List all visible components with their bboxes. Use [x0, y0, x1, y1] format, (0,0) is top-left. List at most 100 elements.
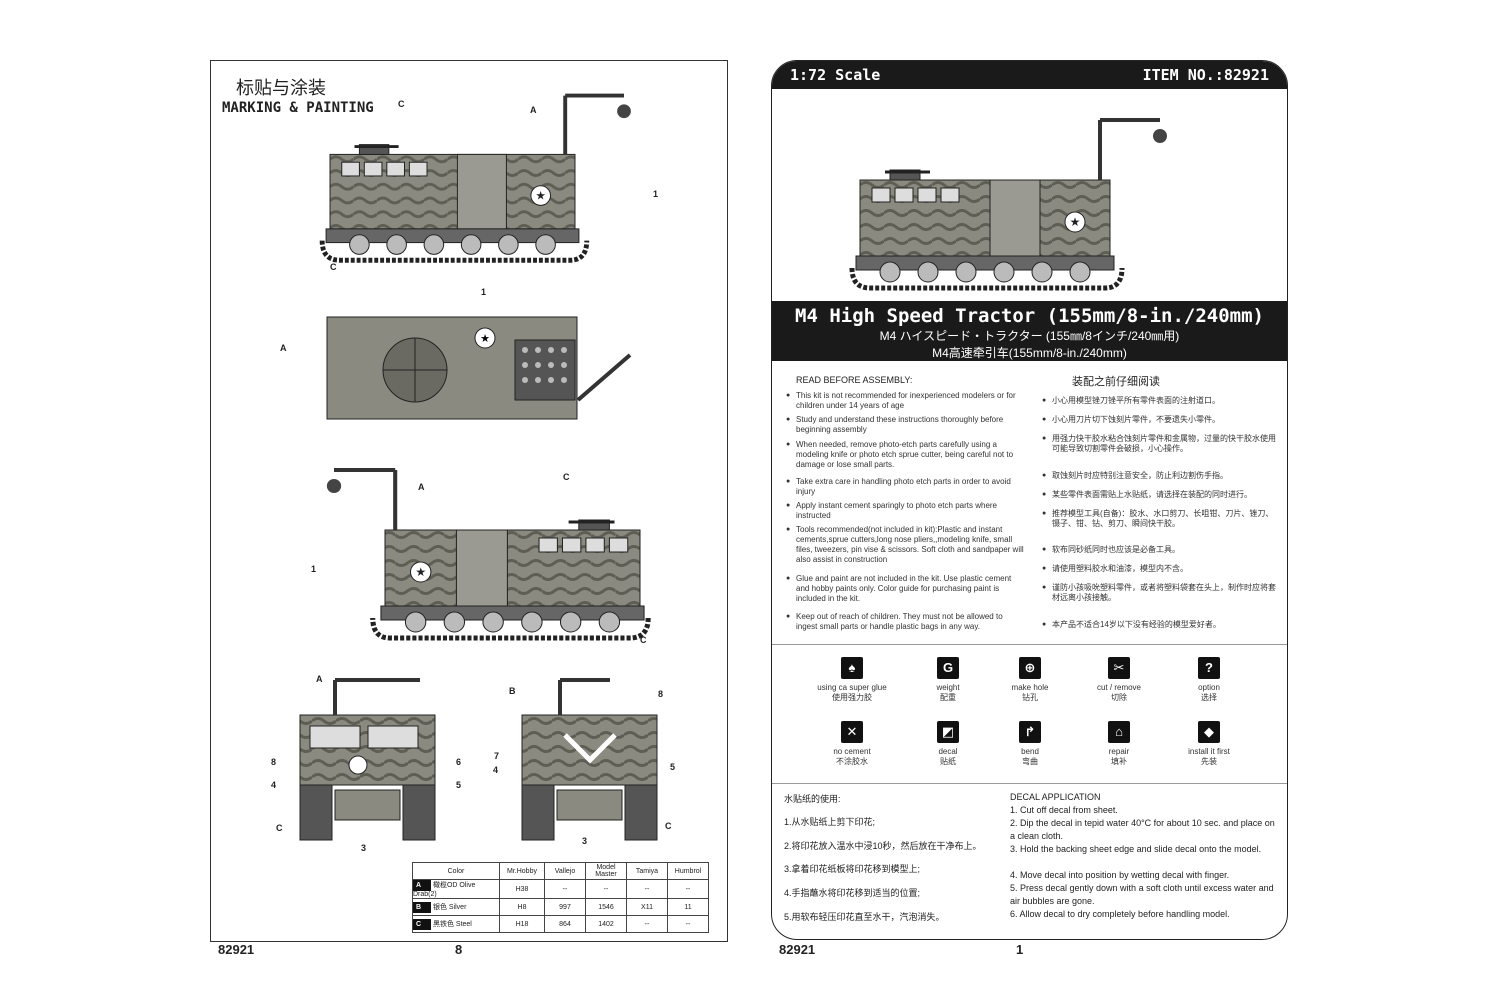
table-row: B 银色 Silver H8 997 1546 X11 11 [412, 898, 709, 916]
col-color: Color [412, 862, 500, 880]
decal-icon: ◩ [937, 721, 959, 743]
callout-c3: C [563, 472, 570, 482]
bullet-cn-3: 用强力快干胶水粘合蚀刻片零件和金属物，过量的快干胶水使用可能导致切割零件会破损，… [1042, 434, 1277, 454]
callout-3b: 4 [493, 765, 499, 775]
bullet-cn-4: 取蚀刻片时应特别注意安全，防止利边割伤手指。 [1042, 471, 1277, 481]
bullet-cn-1: 小心用模型锉刀锉平所有零件表面的注射道口。 [1042, 396, 1277, 406]
bullet-en-6: Tools recommended(not included in kit):P… [786, 525, 1026, 565]
decal-en-5: 5. Press decal gently down with a soft c… [1010, 883, 1274, 906]
bullet-en-4: Take extra care in handling photo etch p… [786, 477, 1026, 497]
callout-5: 6 [456, 757, 462, 767]
col-mrhobby: Mr.Hobby [499, 862, 545, 880]
scale-label: 1:72 Scale [790, 66, 881, 84]
product-title-bar: M4 High Speed Tractor (155mm/8-in./240mm… [772, 301, 1287, 361]
decal-cn-1: 1.从水贴纸上剪下印花; [784, 817, 876, 827]
callout-a3: A [418, 482, 425, 492]
bend-icon: ↱ [1019, 721, 1041, 743]
divider [772, 783, 1287, 784]
col-mm: Model Master [585, 862, 627, 880]
right-item-number: 82921 [779, 942, 816, 957]
decal-en-1: 1. Cut off decal from sheet. [1010, 805, 1118, 815]
item-number-label: ITEM NO.:82921 [1142, 66, 1269, 84]
decal-en-2: 2. Dip the decal in tepid water 40°C for… [1010, 818, 1275, 841]
product-title-en: M4 High Speed Tractor (155mm/8-in./240mm… [795, 305, 1264, 327]
decal-en-3: 3. Hold the backing sheet edge and slide… [1010, 844, 1262, 854]
callout-4: 5 [670, 762, 676, 772]
repair-icon: ⌂ [1108, 721, 1130, 743]
bullet-cn-9: 谨防小孩吸吮塑料零件，或者将塑料袋套在头上，制作时应将套材远离小孩接触。 [1042, 583, 1277, 603]
bullet-en-2: Study and understand these instructions … [786, 415, 1026, 435]
left-title-en: MARKING & PAINTING [222, 100, 374, 116]
decal-cn-2: 2.将印花放入温水中浸10秒，然后放在干净布上。 [784, 841, 982, 851]
decal-en-6: 6. Allow decal to dry completely before … [1010, 909, 1230, 919]
bullet-en-8: Keep out of reach of children. They must… [786, 612, 1026, 632]
callout-1c: 1 [311, 564, 317, 574]
right-page-frame: 1:72 Scale ITEM NO.:82921 M4 High Speed … [771, 60, 1288, 940]
right-page-number: 1 [1016, 942, 1024, 957]
callout-2: 3 [361, 843, 367, 853]
table-row: C 黑铁色 Steel H18 864 1402 -- -- [412, 915, 709, 933]
bullet-cn-8: 请使用塑料胶水和油漆，模型内不含。 [1042, 564, 1277, 574]
decal-cn-3: 3.拿着印花纸板将印花移到模型上; [784, 864, 921, 874]
col-tamiya: Tamiya [626, 862, 668, 880]
callout-6: 7 [494, 751, 500, 761]
callout-1b: 1 [481, 287, 487, 297]
color-table: Color Mr.Hobby Vallejo Model Master Tami… [412, 862, 709, 933]
bullet-cn-7: 软布同砂纸同时也应该是必备工具。 [1042, 545, 1277, 555]
left-page-frame [210, 60, 728, 942]
weight-icon: G [937, 657, 959, 679]
decal-cn-4: 4.手指蘸水将印花移到适当的位置; [784, 888, 921, 898]
callout-c: C [398, 99, 405, 109]
callout-c5: C [276, 823, 283, 833]
decal-cn-title: 水贴纸的使用: [784, 794, 841, 804]
callout-c6: C [665, 821, 672, 831]
bullet-en-3: When needed, remove photo-etch parts car… [786, 440, 1026, 470]
bullet-cn-10: 本产品不适合14岁以下没有经验的模型爱好者。 [1042, 620, 1277, 630]
read-before-en: READ BEFORE ASSEMBLY: [796, 375, 913, 385]
callout-4b: 5 [456, 780, 462, 790]
callout-3: 4 [271, 780, 277, 790]
bullet-en-7: Glue and paint are not included in the k… [786, 574, 1026, 604]
divider [772, 644, 1287, 645]
decal-en-4: 4. Move decal into position by wetting d… [1010, 870, 1230, 880]
callout-8: 8 [271, 757, 277, 767]
install-first-icon: ◆ [1198, 721, 1220, 743]
scale-header-bar: 1:72 Scale ITEM NO.:82921 [772, 61, 1287, 89]
option-icon: ? [1198, 657, 1220, 679]
bullet-en-5: Apply instant cement sparingly to photo … [786, 501, 1026, 521]
bullet-cn-6: 推荐模型工具(自备)：胶水、水口剪刀、长咀钳、刀片、锉刀、镊子、钳、钻、剪刀、瞬… [1042, 509, 1277, 529]
col-vallejo: Vallejo [544, 862, 586, 880]
callout-c4: C [640, 635, 647, 645]
left-title-cn: 标贴与涂装 [236, 78, 326, 99]
product-title-cn: M4高速牵引车(155mm/8-in./240mm) [932, 346, 1127, 360]
bullet-cn-2: 小心用刀片切下蚀刻片零件，不要遗失小零件。 [1042, 415, 1277, 425]
bullet-cn-5: 某些零件表面需贴上水贴纸，请选择在装配的同时进行。 [1042, 490, 1277, 500]
read-before-cn: 装配之前仔细阅读 [1072, 376, 1160, 388]
glue-icon: ♠ [841, 657, 863, 679]
callout-a: A [530, 105, 537, 115]
callout-2b: 3 [582, 836, 588, 846]
callout-1: 1 [653, 189, 659, 199]
left-page-number: 8 [455, 942, 463, 957]
decal-en-title: DECAL APPLICATION [1010, 792, 1101, 802]
left-item-number: 82921 [218, 942, 255, 957]
product-title-jp: M4 ハイスピード・トラクター (155㎜/8インチ/240㎜用) [879, 329, 1180, 343]
table-row: A 橄榄OD Olive Drab(2) H38 -- -- -- -- [412, 879, 709, 899]
callout-b: B [509, 686, 516, 696]
cut-icon: ✂ [1108, 657, 1130, 679]
drill-icon: ⊕ [1019, 657, 1041, 679]
callout-7: 8 [658, 689, 664, 699]
callout-c2: C [330, 262, 337, 272]
callout-a2: A [280, 343, 287, 353]
no-cement-icon: ✕ [841, 721, 863, 743]
